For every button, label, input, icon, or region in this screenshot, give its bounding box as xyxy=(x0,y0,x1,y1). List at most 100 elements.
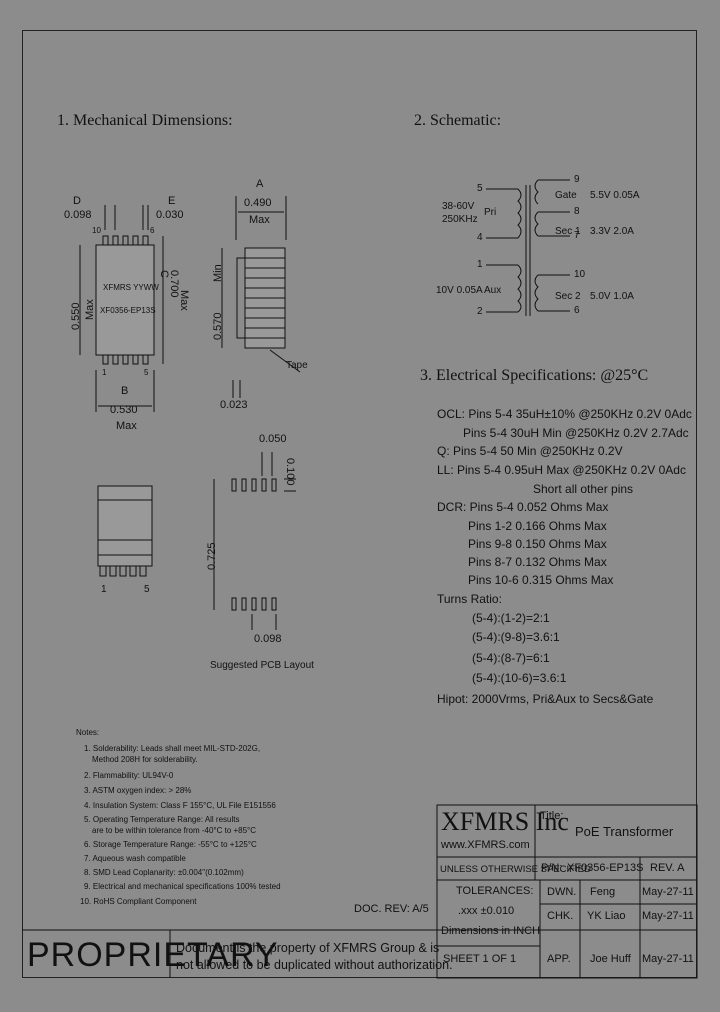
sch-pin-9: 9 xyxy=(574,174,580,185)
sch-pin-1: 1 xyxy=(477,259,483,270)
title-label: Title: xyxy=(540,810,564,822)
tape-label: Tape xyxy=(286,360,308,371)
title-value: PoE Transformer xyxy=(575,824,674,839)
notes-title: Notes: xyxy=(76,728,100,737)
sec1-spec: 3.3V 2.0A xyxy=(590,226,634,237)
note-item: 9. Electrical and mechanical specificati… xyxy=(84,882,281,891)
bottom-pin-5: 5 xyxy=(144,584,150,595)
marking-line-1: XFMRS YYWW xyxy=(103,283,159,292)
mechanical-heading: 1. Mechanical Dimensions: xyxy=(57,112,233,129)
proprietary-stamp: PROPRIETARY xyxy=(27,936,279,974)
revision: REV. A xyxy=(650,862,685,874)
dwn-label: DWN. xyxy=(547,886,577,898)
company-name: XFMRS Inc xyxy=(441,807,569,836)
dwn-name: Feng xyxy=(590,886,616,898)
dim-b-label: B xyxy=(121,385,129,397)
dim-side-value: 0.570 xyxy=(212,312,224,340)
drawing-sheet xyxy=(22,30,697,978)
spec-line: Pins 1-2 0.166 Ohms Max xyxy=(468,519,607,533)
spec-line: Pins 8-7 0.132 Ohms Max xyxy=(468,555,607,569)
pin-5-label: 5 xyxy=(144,368,149,377)
electrical-heading: 3. Electrical Specifications: @25°C xyxy=(420,367,649,384)
sheet-count: SHEET 1 OF 1 xyxy=(443,953,517,965)
spec-line: (5-4):(10-6)=3.6:1 xyxy=(472,671,567,685)
pn-label: P/N: xyxy=(541,862,563,874)
note-item: are to be within tolerance from -40°C to… xyxy=(92,826,257,835)
tolerances-label: TOLERANCES: xyxy=(456,885,534,897)
notice-line-1: Document is the property of XFMRS Group … xyxy=(176,941,440,955)
dim-e-value: 0.030 xyxy=(156,209,184,221)
dim-height-max: Max xyxy=(84,299,96,320)
sec2-spec: 5.0V 1.0A xyxy=(590,291,634,302)
unless-specified: UNLESS OTHERWISE SPECIFIED xyxy=(440,864,591,875)
doc-rev: DOC. REV: A/5 xyxy=(354,903,429,915)
spec-line: Turns Ratio: xyxy=(437,592,502,606)
dim-a-max: Max xyxy=(249,214,270,226)
dim-e-label: E xyxy=(168,195,176,207)
spec-line: OCL: Pins 5-4 35uH±10% @250KHz 0.2V 0Adc xyxy=(437,407,692,421)
spec-line: (5-4):(8-7)=6:1 xyxy=(472,651,550,665)
note-item: 4. Insulation System: Class F 155°C, UL … xyxy=(84,801,276,810)
chk-date: May-27-11 xyxy=(642,910,694,922)
spec-line: DCR: Pins 5-4 0.052 Ohms Max xyxy=(437,500,609,514)
note-item: 6. Storage Temperature Range: -55°C to +… xyxy=(84,840,257,849)
spec-line: Hipot: 2000Vrms, Pri&Aux to Secs&Gate xyxy=(437,692,654,706)
pin-10-label: 10 xyxy=(92,226,101,235)
sec2-label: Sec 2 xyxy=(555,291,581,302)
aux-spec: 10V 0.05A xyxy=(436,285,483,296)
aux-label: Aux xyxy=(484,285,502,296)
spec-line: Short all other pins xyxy=(533,482,634,496)
pcb-dim-098: 0.098 xyxy=(254,633,282,645)
dim-height-value: 0.550 xyxy=(70,302,82,330)
sch-pin-7: 7 xyxy=(574,230,580,241)
gate-label: Gate xyxy=(555,190,577,201)
dim-a-label: A xyxy=(256,178,264,190)
note-item: 2. Flammability: UL94V-0 xyxy=(84,771,174,780)
dim-b-value: 0.530 xyxy=(110,404,138,416)
note-item: 10. RoHS Compliant Component xyxy=(80,897,197,906)
pri-voltage: 38-60V xyxy=(442,201,475,212)
pri-frequency: 250KHz xyxy=(442,214,478,225)
dimensions-unit: Dimensions in INCH xyxy=(441,925,541,937)
spec-line: Pins 9-8 0.150 Ohms Max xyxy=(468,537,607,551)
sch-pin-4: 4 xyxy=(477,232,483,243)
note-item: 1. Solderability: Leads shall meet MIL-S… xyxy=(84,744,261,753)
dim-side-min: Min xyxy=(212,264,224,282)
sch-pin-8: 8 xyxy=(574,206,580,217)
app-label: APP. xyxy=(547,953,571,965)
spec-line: LL: Pins 5-4 0.95uH Max @250KHz 0.2V 0Ad… xyxy=(437,463,686,477)
gate-spec: 5.5V 0.05A xyxy=(590,190,640,201)
pcb-caption: Suggested PCB Layout xyxy=(210,660,314,671)
spec-line: Pins 5-4 30uH Min @250KHz 0.2V 2.7Adc xyxy=(463,426,689,440)
pin-1-label: 1 xyxy=(102,368,107,377)
dwn-date: May-27-11 xyxy=(642,886,694,898)
sch-pin-2: 2 xyxy=(477,306,483,317)
spec-line: (5-4):(9-8)=3.6:1 xyxy=(472,630,560,644)
note-item: 7. Aqueous wash compatible xyxy=(84,854,186,863)
dim-d-value: 0.098 xyxy=(64,209,92,221)
sch-pin-10: 10 xyxy=(574,269,586,280)
part-number: XF0356-EP13S xyxy=(567,862,644,874)
sec1-label: Sec 1 xyxy=(555,226,581,237)
schematic-heading: 2. Schematic: xyxy=(414,112,502,129)
notice-line-2: not allowed to be duplicated without aut… xyxy=(176,958,453,972)
chk-label: CHK. xyxy=(547,910,574,922)
dim-b-max: Max xyxy=(116,420,137,432)
note-item: Method 208H for solderability. xyxy=(92,755,198,764)
company-website: www.XFMRS.com xyxy=(441,839,530,851)
dim-d-label: D xyxy=(73,195,81,207)
pin-6-label: 6 xyxy=(150,226,155,235)
dim-lead-value: 0.023 xyxy=(220,399,248,411)
dim-a-value: 0.490 xyxy=(244,197,272,209)
sch-pin-6: 6 xyxy=(574,305,580,316)
pcb-dim-100: 0.100 xyxy=(284,458,296,486)
chk-name: YK Liao xyxy=(587,910,626,922)
app-date: May-27-11 xyxy=(642,953,694,965)
note-item: 8. SMD Lead Coplanarity: ±0.004"(0.102mm… xyxy=(84,868,244,877)
note-item: 3. ASTM oxygen index: > 28% xyxy=(84,786,192,795)
sch-pin-5: 5 xyxy=(477,183,483,194)
bottom-pin-1: 1 xyxy=(101,584,107,595)
pcb-dim-050: 0.050 xyxy=(259,433,287,445)
dim-c-max: Max xyxy=(178,290,190,311)
note-item: 5. Operating Temperature Range: All resu… xyxy=(84,815,240,824)
